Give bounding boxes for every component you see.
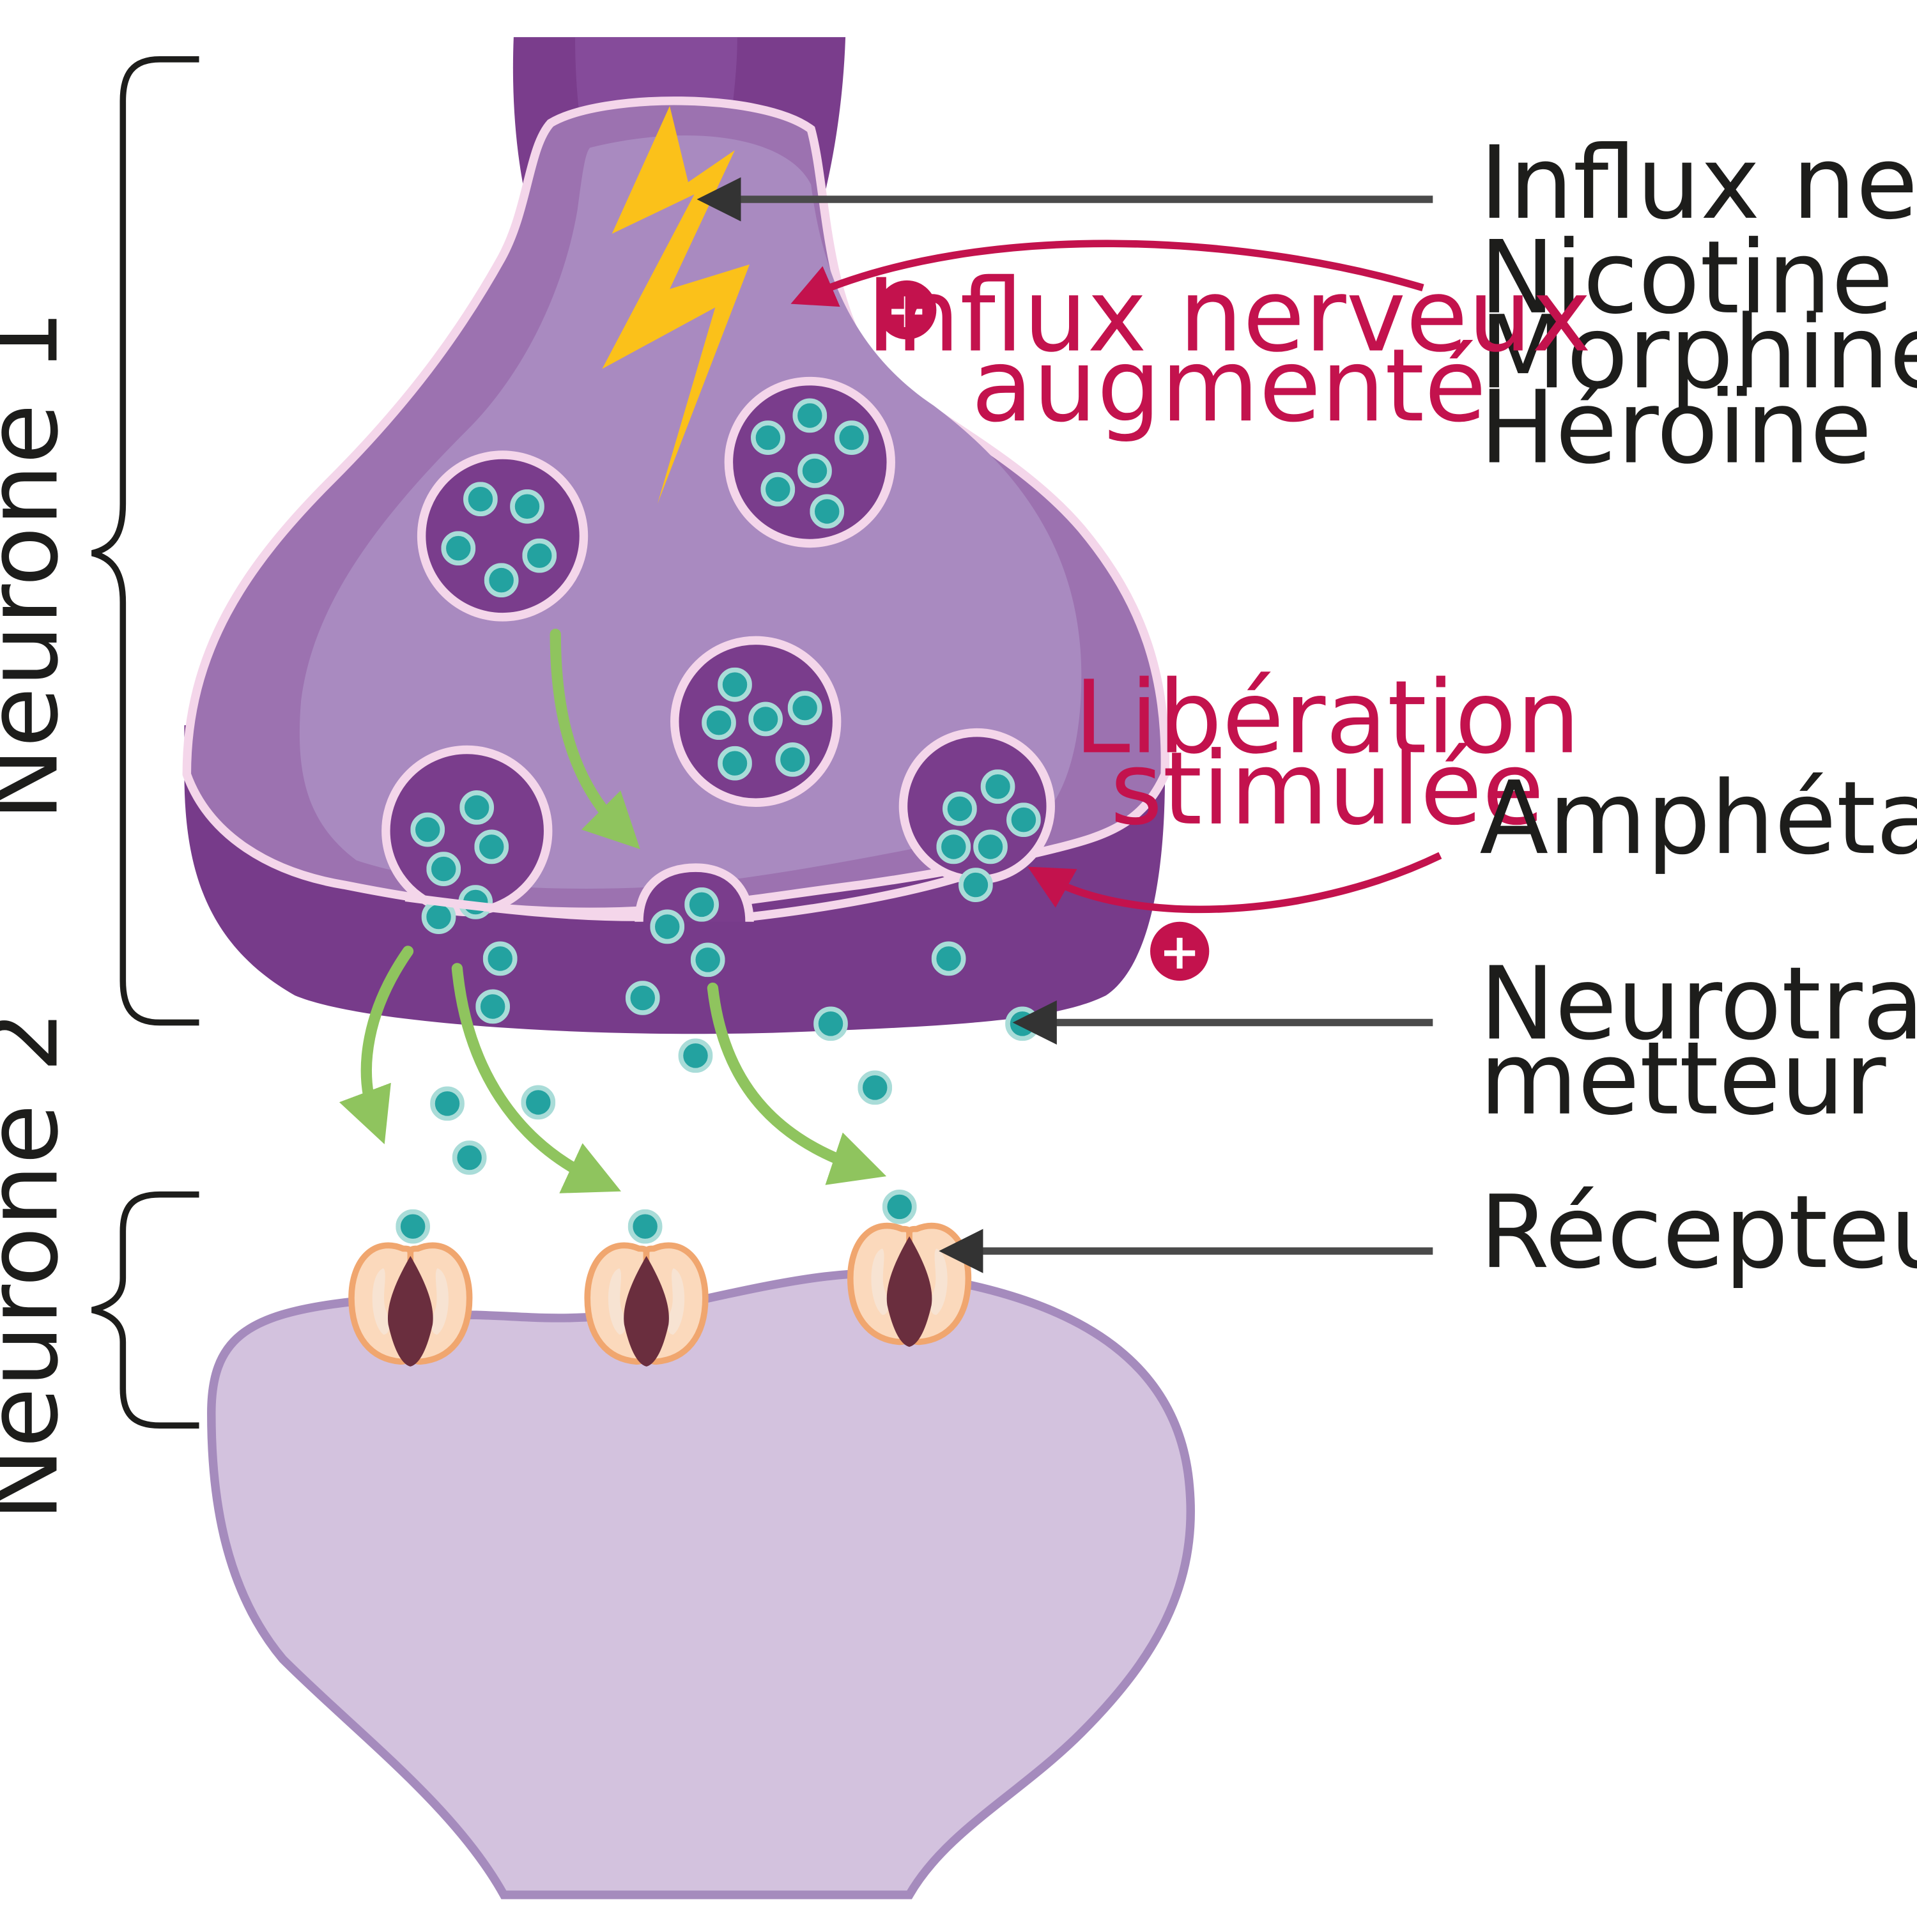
label-influx-augmente-1: Influx nerveux	[866, 258, 1592, 375]
label-amphetamines: Amphétamines	[1479, 760, 1917, 877]
lightning-icon	[602, 105, 750, 504]
label-neurotransmetteur-1: Neurotrans-	[1479, 946, 1917, 1062]
pointer-lines	[697, 177, 1433, 1273]
label-influx-augmente-2: augmenté	[971, 328, 1486, 445]
release-arrows	[339, 629, 887, 1193]
label-morphine: Morphine	[1479, 295, 1917, 411]
vesicle	[417, 450, 589, 622]
postsynaptic-neuron	[207, 1269, 1195, 1899]
svg-text:+: +	[1159, 924, 1200, 981]
amphetamine-arrow	[1028, 852, 1442, 914]
receptor-icon	[351, 1212, 470, 1367]
svg-text:+: +	[886, 282, 927, 339]
neurone-2-label: Neurone 2	[0, 1010, 80, 1521]
fusing-vesicle	[898, 728, 1055, 900]
neurone-1-label: Neurone 1	[0, 310, 80, 821]
influx-increase-arrow	[790, 240, 1424, 307]
label-influx-nerveux: Influx nerveux	[1479, 125, 1917, 242]
fusing-vesicle	[635, 863, 754, 941]
label-recepteur: Récepteur	[1479, 1174, 1917, 1291]
fusing-vesicle	[381, 745, 553, 932]
label-heroine: Héroïne	[1479, 370, 1872, 487]
vesicle	[670, 636, 842, 807]
label-nicotine: Nicotine	[1479, 220, 1893, 337]
label-neurotransmetteur-2: metteur	[1479, 1021, 1886, 1138]
plus-icon: +	[877, 280, 937, 340]
plus-icon: +	[1150, 921, 1210, 981]
receptor-icon	[851, 1192, 969, 1347]
label-liberation-1: Libération	[1074, 659, 1580, 776]
receptor-icon	[587, 1212, 705, 1367]
label-liberation-2: stimulée	[1110, 731, 1544, 848]
brace-neurone-2	[91, 1191, 199, 1429]
brace-neurone-1	[91, 56, 199, 1026]
vesicle	[724, 376, 895, 548]
